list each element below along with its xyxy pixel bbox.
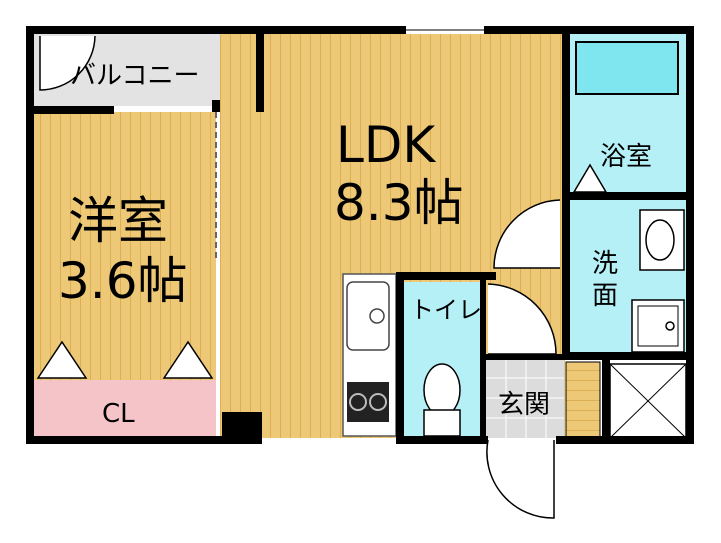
washing-pan-icon (637, 305, 679, 347)
front-door-swing (486, 439, 555, 519)
stove-icon (347, 382, 389, 422)
western-room-name: 洋室 (68, 192, 168, 250)
drain-icon (665, 321, 675, 331)
toilet-tank-icon (423, 409, 461, 437)
storage-cross-2 (609, 363, 687, 439)
bathroom-label: 浴室 (600, 142, 652, 172)
washbasin-bowl-icon (645, 219, 675, 261)
western-room-size: 3.6帖 (58, 252, 188, 310)
ldk-door-swing (493, 199, 561, 269)
ldk-name: LDK (336, 116, 436, 174)
western-room-floor (34, 112, 216, 380)
toilet-door-swing (487, 283, 557, 355)
bathtub-icon (575, 41, 679, 95)
ldk-size: 8.3帖 (334, 174, 464, 232)
balcony-label: バルコニー (70, 61, 199, 91)
toilet-bowl-icon (423, 363, 461, 417)
burner-left-icon (349, 393, 367, 411)
entrance-label: 玄関 (498, 390, 550, 420)
balcony-door-swing (39, 35, 96, 91)
burner-right-icon (369, 393, 387, 411)
washroom-label-bottom: 面 (592, 281, 618, 311)
washing-machine-icon (631, 299, 685, 353)
closet-label: CL (102, 399, 135, 429)
shoe-rack (565, 361, 601, 439)
walls (26, 26, 694, 444)
kitchen-sink (346, 281, 390, 351)
closet-door-left (36, 340, 88, 379)
washroom-label-top: 洗 (592, 249, 618, 279)
closet-area (34, 380, 216, 438)
toilet-label: トイレ (410, 296, 482, 324)
sink-drain-icon (369, 308, 385, 324)
entrance-tile-pattern (486, 358, 564, 438)
closet-door-right (162, 340, 214, 379)
